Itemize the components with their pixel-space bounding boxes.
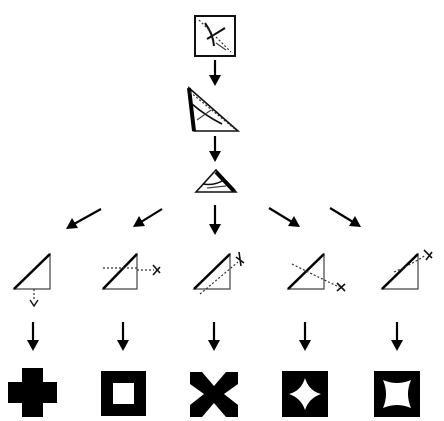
- result-cross: [8, 368, 57, 417]
- folded-small-triangle: [194, 168, 238, 193]
- result-square-frame: [101, 371, 146, 416]
- result-four-point-star-frame: [282, 371, 328, 417]
- result-concave-square-frame: [374, 371, 420, 417]
- cut-diagram-1: [12, 252, 51, 308]
- arrow-branch-2: [133, 208, 163, 227]
- cut-diagram-5: [380, 249, 433, 290]
- arrow-result-4: [299, 322, 311, 351]
- arrow-result-2: [117, 322, 129, 351]
- cut-diagram-2: [101, 252, 161, 290]
- arrow-result-3: [208, 322, 220, 351]
- arrow-branch-5: [329, 207, 361, 227]
- arrow-down-1: [209, 60, 221, 86]
- arrow-result-1: [27, 322, 39, 351]
- result-x-shape: [190, 372, 238, 417]
- arrow-branch-1: [66, 208, 102, 229]
- unfolded-square: [194, 15, 236, 57]
- arrow-branch-4: [268, 207, 300, 227]
- cut-diagram-3: [192, 251, 245, 295]
- arrow-branch-3: [209, 205, 221, 235]
- cut-diagram-4: [286, 252, 346, 292]
- arrow-result-5: [391, 322, 403, 351]
- folded-triangle: [187, 86, 241, 132]
- arrow-down-2: [209, 136, 221, 162]
